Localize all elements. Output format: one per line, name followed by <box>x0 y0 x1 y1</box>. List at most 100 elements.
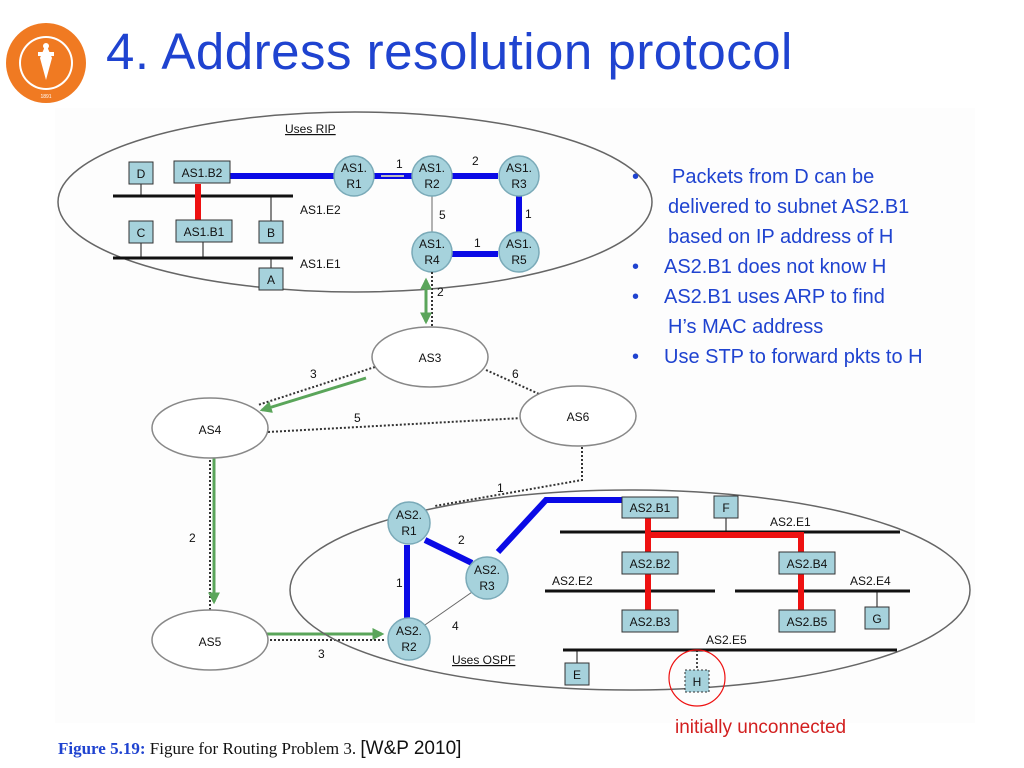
svg-text:E: E <box>573 668 581 682</box>
caltech-logo: 1891 <box>6 23 86 103</box>
link-as2-r3-b1 <box>495 497 622 555</box>
host-h: H <box>684 669 710 693</box>
bullet-marker: • <box>632 286 640 308</box>
cost-as2-r2-r3: 4 <box>452 619 459 633</box>
svg-text:G: G <box>872 612 881 626</box>
svg-text:R2: R2 <box>424 177 440 191</box>
svg-text:F: F <box>722 501 729 515</box>
svg-text:AS2.B3: AS2.B3 <box>630 615 671 629</box>
cost-r2-r3: 2 <box>472 154 479 168</box>
bridge-as1-b1: AS1.B1 <box>175 219 233 243</box>
bullet-1: • Packets from D can be delivered to sub… <box>632 162 1022 252</box>
svg-text:R1: R1 <box>401 524 417 538</box>
as1-region <box>57 111 653 293</box>
link-as2-r2-r3 <box>421 589 476 628</box>
figure-text: Figure for Routing Problem 3. <box>149 739 357 758</box>
logo-year: 1891 <box>40 94 51 100</box>
as2-region <box>289 489 971 691</box>
cost-as3-as4: 3 <box>310 367 317 381</box>
figure-reference: [W&P 2010] <box>360 738 462 759</box>
link-b1-b4 <box>648 532 804 552</box>
router-as1-r4: AS1. R4 <box>411 231 453 273</box>
svg-text:AS1.B1: AS1.B1 <box>184 225 225 239</box>
bullet-marker: • <box>632 346 640 368</box>
bridge-as2-b4: AS2.B4 <box>778 551 836 575</box>
cost-as4-as5: 2 <box>189 531 196 545</box>
svg-text:AS2.B5: AS2.B5 <box>787 615 828 629</box>
lan-label-as1-e2: AS1.E2 <box>300 203 341 217</box>
bridge-as2-b3: AS2.B3 <box>621 609 679 633</box>
bridge-as2-b1: AS2.B1 <box>621 496 679 519</box>
host-d: D <box>128 161 154 185</box>
as1-label: Uses RIP <box>285 122 336 136</box>
svg-text:C: C <box>137 226 146 240</box>
page-title: 4. Address resolution protocol <box>106 23 793 80</box>
node-as4: AS4 <box>151 397 269 459</box>
svg-text:AS1.: AS1. <box>341 161 367 175</box>
svg-text:R3: R3 <box>479 579 495 593</box>
node-as6: AS6 <box>519 385 637 447</box>
svg-text:AS6: AS6 <box>567 410 590 424</box>
router-as1-r1: AS1. R1 <box>333 155 375 197</box>
svg-text:R2: R2 <box>401 640 417 654</box>
router-as1-r5: AS1. R5 <box>498 231 540 273</box>
router-as2-r1: AS2. R1 <box>387 501 431 545</box>
cost-as6-r1: 1 <box>497 481 504 495</box>
svg-text:AS1.: AS1. <box>419 237 445 251</box>
cost-r4-as3: 2 <box>437 285 444 299</box>
arrow-as3-as4 <box>259 376 367 413</box>
lan-label-as2-e1: AS2.E1 <box>770 515 811 529</box>
link-as3-as4 <box>257 366 376 406</box>
svg-text:AS2.: AS2. <box>474 563 500 577</box>
cost-r3-r5: 1 <box>525 207 532 221</box>
bridge-as2-b5: AS2.B5 <box>778 609 836 633</box>
link-as2-r1-r3 <box>423 537 474 566</box>
host-a: A <box>258 267 284 291</box>
cost-r1-r2: 1 <box>396 157 403 171</box>
cost-as4-as6: 5 <box>354 411 361 425</box>
node-as5: AS5 <box>151 609 269 671</box>
lan-label-as2-e5: AS2.E5 <box>706 633 747 647</box>
host-g: G <box>864 606 890 630</box>
svg-text:AS1.: AS1. <box>506 237 532 251</box>
svg-text:AS2.B1: AS2.B1 <box>630 501 671 515</box>
bullet-list: • Packets from D can be delivered to sub… <box>632 162 1022 372</box>
router-as2-r3: AS2. R3 <box>465 556 509 600</box>
as2-label: Uses OSPF <box>452 653 515 667</box>
bullet-marker: • <box>632 166 640 188</box>
link-as3-as6 <box>485 369 549 399</box>
lan-label-as2-e4: AS2.E4 <box>850 574 891 588</box>
cost-as3-as6: 6 <box>512 367 519 381</box>
cost-r4-r5: 1 <box>474 236 481 250</box>
bullet-marker: • <box>632 256 640 278</box>
bullet-4: • Use STP to forward pkts to H <box>632 342 1022 372</box>
svg-text:AS1.: AS1. <box>419 161 445 175</box>
svg-text:AS2.B2: AS2.B2 <box>630 557 671 571</box>
svg-text:A: A <box>267 273 275 287</box>
svg-text:R1: R1 <box>346 177 362 191</box>
svg-text:AS1.: AS1. <box>506 161 532 175</box>
svg-text:R5: R5 <box>511 253 527 267</box>
svg-text:R3: R3 <box>511 177 527 191</box>
host-c: C <box>128 220 154 244</box>
svg-text:AS5: AS5 <box>199 635 222 649</box>
lan-label-as2-e2: AS2.E2 <box>552 574 593 588</box>
router-as2-r2: AS2. R2 <box>387 617 431 661</box>
bullet-2: • AS2.B1 does not know H <box>632 252 1022 282</box>
cost-as2-r1-r3: 2 <box>458 533 465 547</box>
svg-text:AS2.B4: AS2.B4 <box>787 557 828 571</box>
cost-as2-r1-r2: 1 <box>396 576 403 590</box>
cost-r2-r4: 5 <box>439 208 446 222</box>
link-as6-r1 <box>434 447 583 507</box>
host-f: F <box>713 495 739 519</box>
svg-text:AS3: AS3 <box>419 351 442 365</box>
bullet-3: • AS2.B1 uses ARP to find H’s MAC addres… <box>632 282 1022 342</box>
svg-text:H: H <box>693 675 702 689</box>
host-b: B <box>258 220 284 244</box>
router-as1-r2: AS1. R2 <box>411 155 453 197</box>
svg-text:AS4: AS4 <box>199 423 222 437</box>
figure-number: Figure 5.19: <box>58 739 146 758</box>
svg-text:R4: R4 <box>424 253 440 267</box>
svg-text:AS2.: AS2. <box>396 508 422 522</box>
lan-label-as1-e1: AS1.E1 <box>300 257 341 271</box>
